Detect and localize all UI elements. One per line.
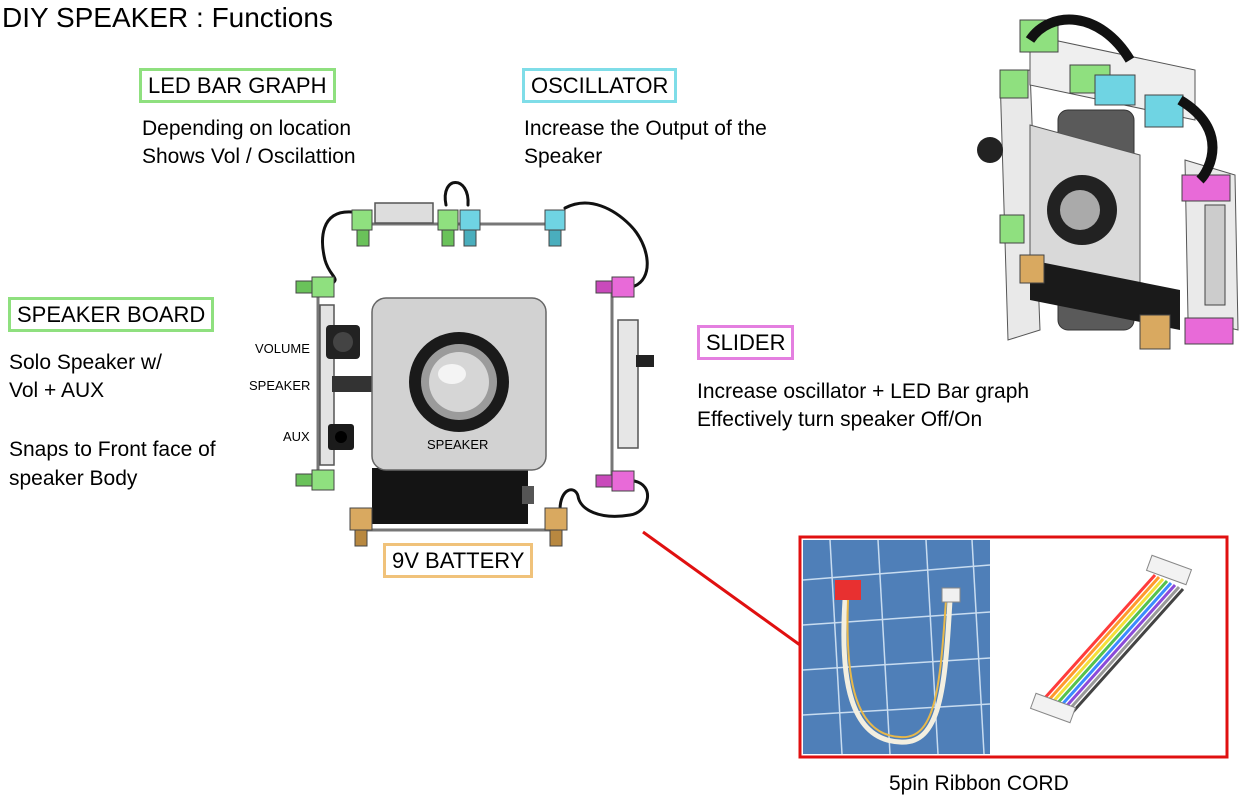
callout-box: [798, 535, 1229, 759]
speaker-board-desc-4: speaker Body: [9, 467, 138, 490]
led-bar-graph-desc-1: Depending on location: [142, 117, 351, 140]
battery-tag: 9V BATTERY: [383, 543, 534, 578]
led-bar-graph-tag: LED BAR GRAPH: [139, 68, 336, 103]
slider-knob-icon: [636, 355, 654, 367]
slider-plate: [617, 319, 639, 449]
speaker-switch-icon: [332, 376, 372, 392]
slider-desc-2: Effectively turn speaker Off/On: [697, 408, 983, 431]
ribbon-cable-icon: [1041, 573, 1185, 716]
aux-label: AUX: [283, 429, 310, 444]
cable-right-bottom: [558, 479, 650, 518]
oscillator-tag: OSCILLATOR: [522, 68, 678, 103]
cable-right-top: [563, 201, 649, 289]
speaker-board-desc-3: Snaps to Front face of: [9, 438, 216, 461]
ribbon-caption: 5pin Ribbon CORD: [889, 772, 1069, 795]
cable-top-loop: [443, 181, 470, 207]
speaker-side-label: SPEAKER: [249, 378, 311, 393]
led-bar-graph-desc-2: Shows Vol / Oscilattion: [142, 145, 356, 168]
page-title: DIY SPEAKER : Functions: [2, 2, 333, 33]
slider-tag: SLIDER: [697, 325, 795, 360]
slider-desc-1: Increase oscillator + LED Bar graph: [697, 380, 1030, 403]
volume-label: VOLUME: [255, 341, 310, 356]
speaker-board-desc-2: Vol + AUX: [9, 379, 105, 402]
cable-left: [321, 210, 354, 287]
cable-photo-icon: [802, 539, 991, 755]
speaker-center-label: SPEAKER: [427, 437, 489, 452]
battery-9v: [372, 468, 528, 524]
callout-line: [642, 530, 801, 647]
speaker-board-tag: SPEAKER BOARD: [8, 297, 215, 332]
speaker-board-desc-1: Solo Speaker w/: [9, 351, 162, 374]
oscillator-desc-1: Increase the Output of the: [524, 117, 767, 140]
led-bar-module: [374, 202, 434, 224]
oscillator-desc-2: Speaker: [524, 145, 603, 168]
render-3d-icon: [977, 14, 1239, 350]
